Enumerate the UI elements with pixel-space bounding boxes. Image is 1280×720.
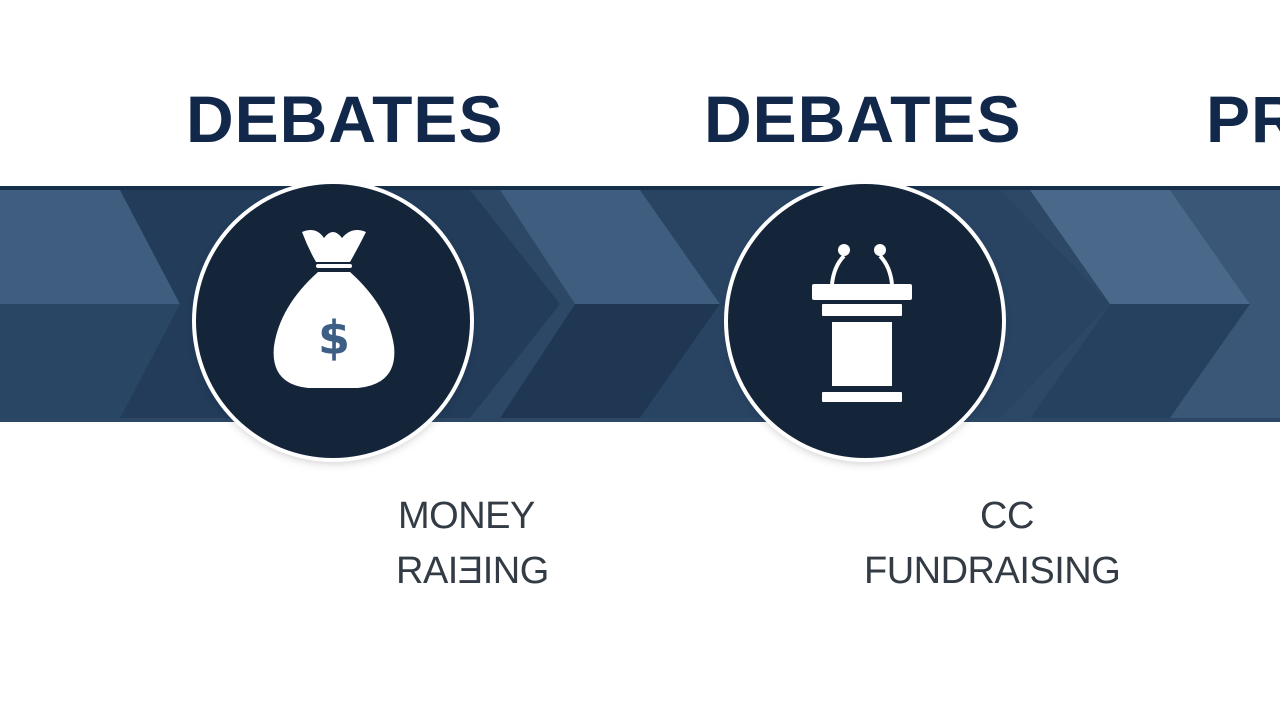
svg-text:$: $: [318, 311, 350, 365]
caption-money-line1: MONEY: [398, 495, 535, 537]
podium-circle: [728, 184, 1002, 458]
caption-fundraising-line1: CC: [980, 495, 1034, 537]
heading-truncated-3: PR: [1206, 82, 1280, 156]
heading-debates-2: DEBATES: [704, 82, 1022, 156]
heading-debates-1: DEBATES: [186, 82, 504, 156]
chevron-arrow-band: [0, 186, 1280, 422]
caption-money-line2: RAIƎING: [396, 550, 549, 592]
podium-icon: [812, 244, 912, 402]
money-bag-icon: $: [273, 230, 395, 388]
caption-fundraising-line2: FUNDRAISING: [864, 550, 1121, 592]
